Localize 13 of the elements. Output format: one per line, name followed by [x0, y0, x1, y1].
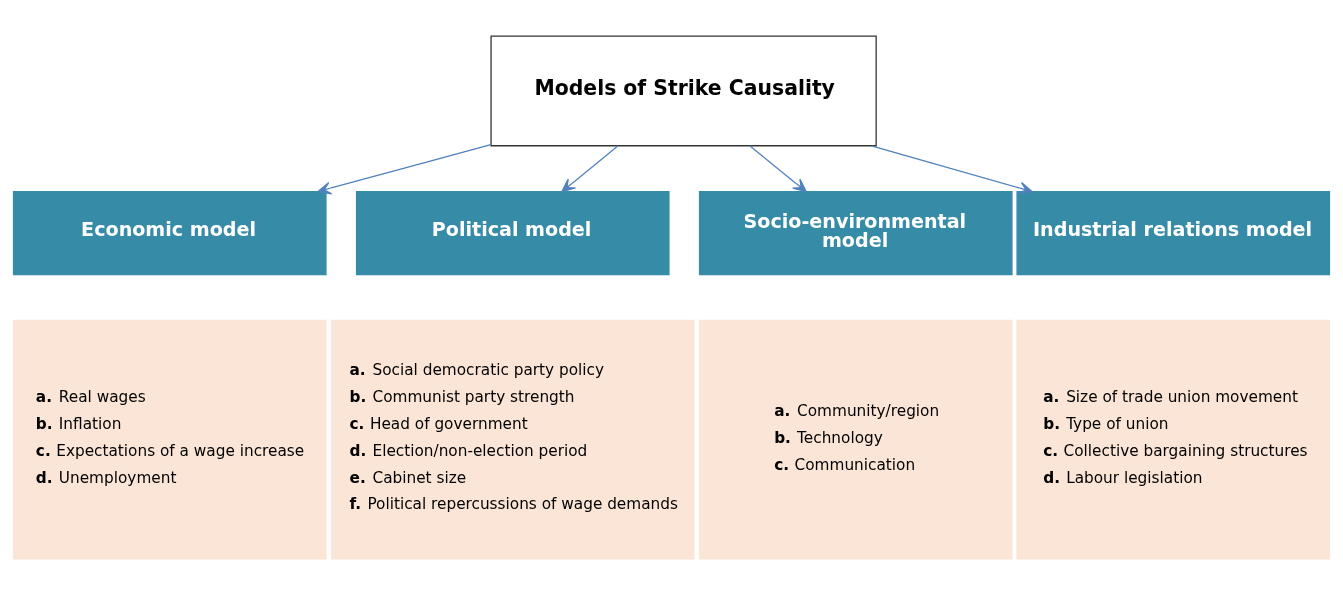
node-box: Industrial relations model: [1016, 191, 1331, 276]
node-box: Socio-environmental model: [698, 191, 1013, 276]
node-box: Political model: [355, 191, 670, 276]
node-box: Models of Strike Causality: [490, 35, 877, 147]
node-box: a. Real wages b. Inflation c. Expectations of a wage increase d. Unemployment: [12, 319, 327, 560]
node-box: Economic model: [12, 191, 327, 276]
arrow: [749, 145, 807, 193]
arrow: [317, 143, 492, 195]
arrow: [870, 145, 1033, 195]
arrow: [561, 145, 619, 193]
node-box: a. Size of trade union movement b. Type of union c. Collective bargaining structures d. Labour legislation: [1016, 319, 1331, 560]
node-box: a. Social democratic party policy b. Communist party strength c. Head of government d. Election/non-election period e. Cabinet size f. Political repercussions of wage demands: [331, 319, 695, 560]
node-box: a. Community/region b. Technology c. Communication: [698, 319, 1013, 560]
